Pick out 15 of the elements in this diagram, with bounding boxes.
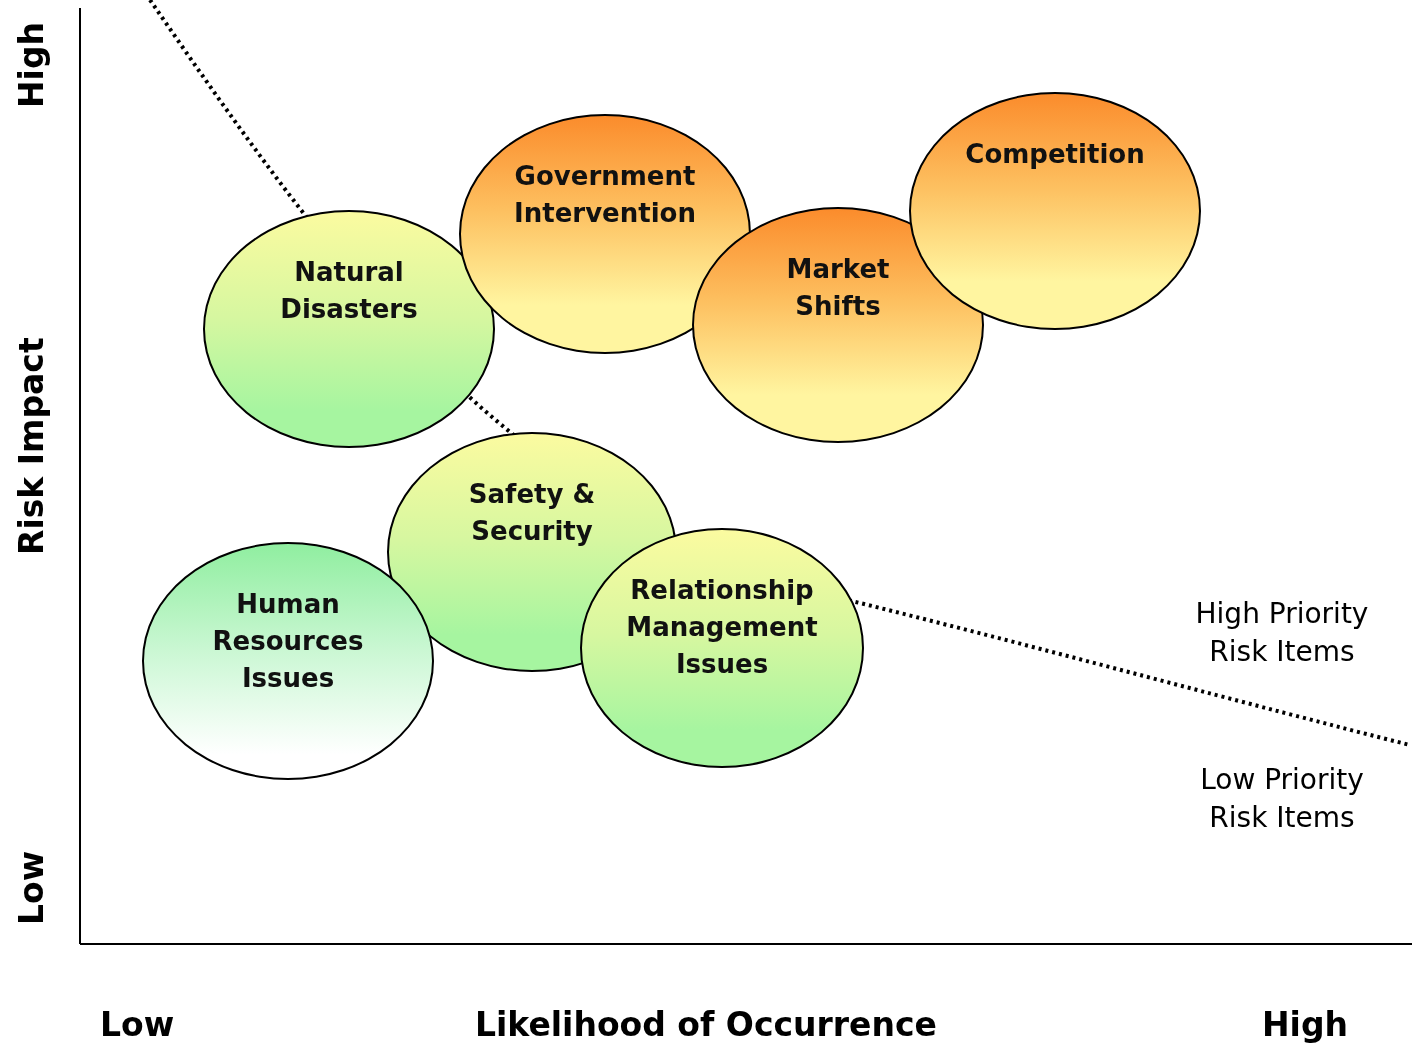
risk-label: Government Intervention <box>513 160 697 230</box>
zone-label: Low Priority Risk Items <box>1199 762 1365 836</box>
risk-label: Market Shifts <box>785 253 891 323</box>
risk-label: Human Resources Issues <box>211 588 365 695</box>
axis-label: Low <box>100 1005 175 1044</box>
risk-label: Natural Disasters <box>279 256 419 326</box>
axis-label: Low <box>12 850 51 925</box>
risk-label: Relationship Management Issues <box>625 574 819 681</box>
axis-label: High <box>1262 1005 1349 1044</box>
zone-label: High Priority Risk Items <box>1194 596 1370 670</box>
axis-label: Risk Impact <box>12 337 51 555</box>
axis-label: Likelihood of Occurrence <box>475 1005 937 1044</box>
risk-label: Competition <box>965 138 1145 171</box>
axis-label: High <box>12 21 51 108</box>
risk-label: Safety & Security <box>467 478 597 548</box>
